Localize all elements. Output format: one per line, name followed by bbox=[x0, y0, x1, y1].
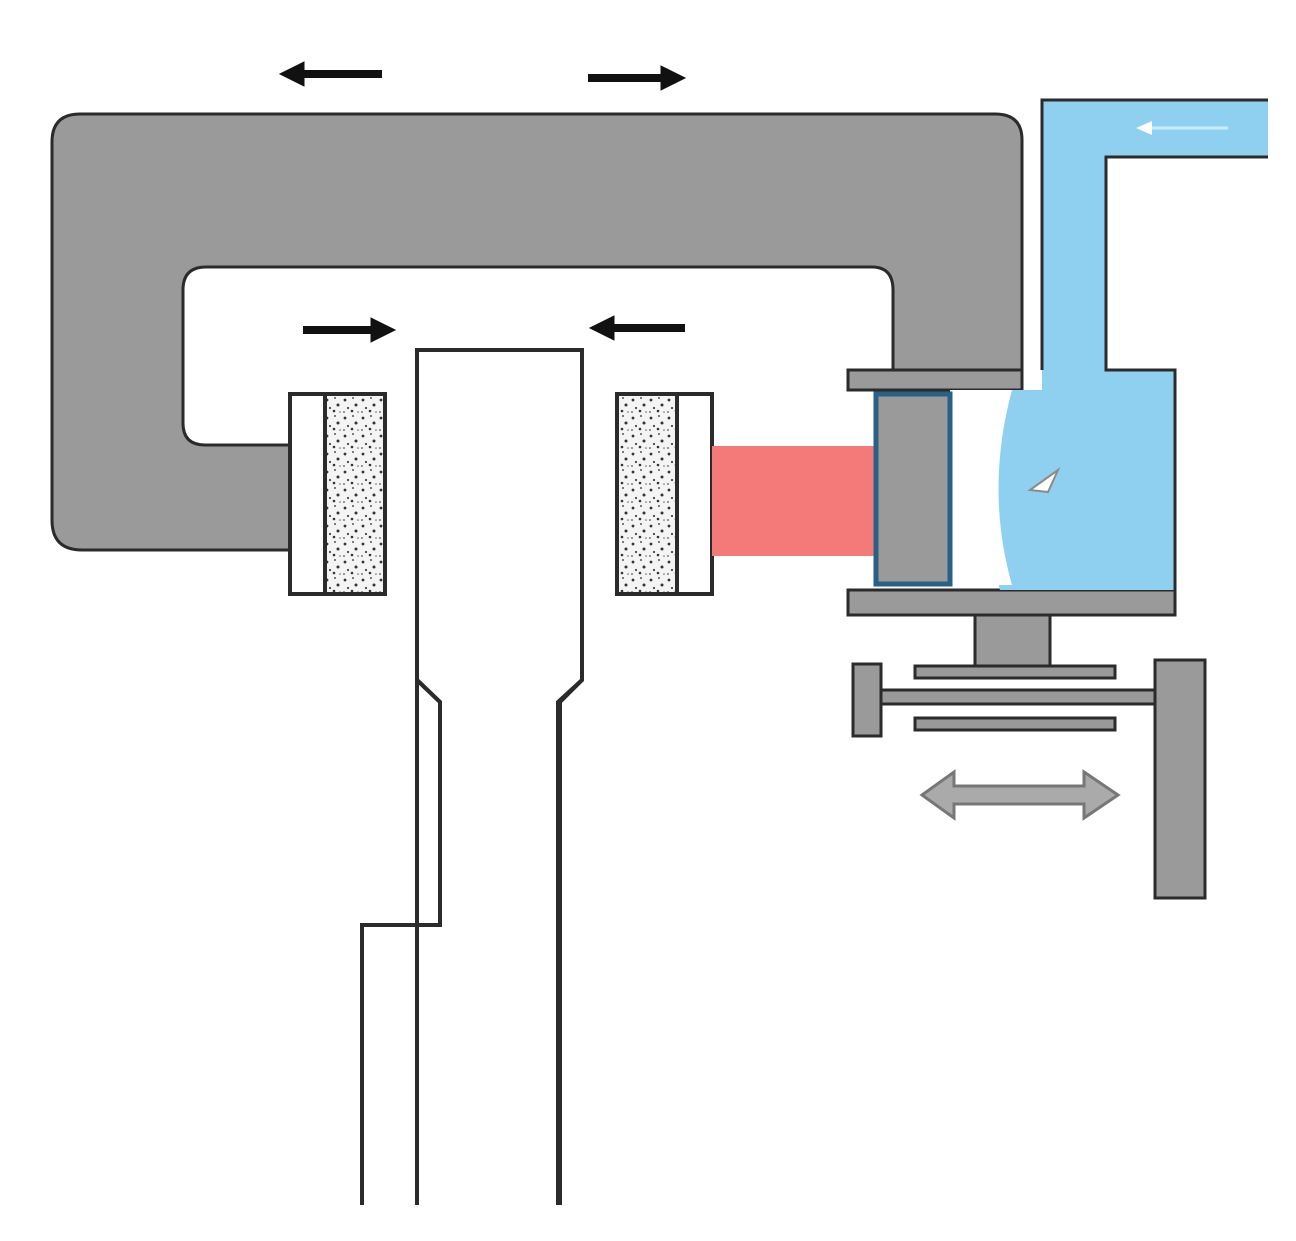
adjuster-knob-icon bbox=[851, 662, 883, 738]
adjuster-lever-icon bbox=[1153, 658, 1207, 900]
pipe-flow-arrow-icon bbox=[1136, 121, 1228, 135]
air-bubble-icon bbox=[1027, 467, 1061, 494]
adjuster-screw-icon bbox=[878, 688, 1157, 706]
adjuster-stem-icon bbox=[973, 613, 1052, 668]
caliper-body-icon bbox=[846, 368, 1024, 392]
top-left-arrow-icon bbox=[278, 61, 382, 87]
brake-disc-icon bbox=[360, 348, 584, 1205]
right-pad-backing-icon bbox=[675, 392, 714, 596]
fluid-chamber-icon bbox=[987, 100, 1268, 590]
top-right-arrow-icon bbox=[588, 65, 687, 91]
adjuster-plate-top-icon bbox=[913, 664, 1117, 680]
piston-gap-icon bbox=[950, 390, 1012, 585]
brake-disc-outline-icon bbox=[360, 350, 584, 1205]
inner-left-arrow-icon bbox=[303, 317, 397, 343]
caliper-body-lower-icon bbox=[846, 588, 1177, 617]
inner-right-arrow-icon bbox=[588, 315, 685, 341]
adjuster-plate-bottom-icon bbox=[913, 716, 1117, 732]
double-arrow-icon bbox=[919, 769, 1121, 821]
fluid-chamber-wall-icon bbox=[1020, 98, 1268, 615]
left-pad-backing-icon bbox=[288, 392, 327, 596]
left-brake-pad-icon bbox=[323, 392, 387, 596]
heat-block-icon bbox=[712, 446, 876, 556]
caliper-piston-icon bbox=[873, 391, 953, 587]
right-brake-pad-icon bbox=[615, 392, 679, 596]
